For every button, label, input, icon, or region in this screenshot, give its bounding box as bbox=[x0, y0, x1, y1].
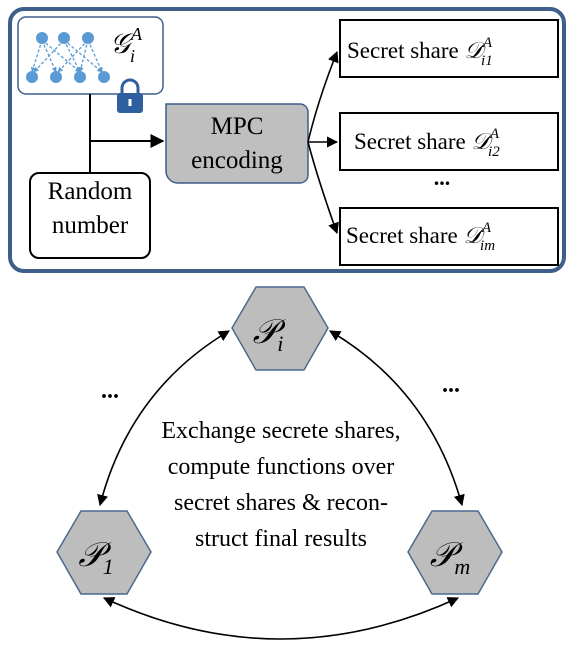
center-line-2: compute functions over bbox=[168, 454, 395, 480]
ellipsis-right: ... bbox=[442, 372, 460, 398]
random-number-line2: number bbox=[52, 212, 129, 239]
random-number-line1: Random bbox=[48, 178, 133, 205]
party-pi: 𝒫i bbox=[231, 286, 329, 371]
arrow-p1-pm bbox=[102, 597, 460, 640]
random-number-box: Random number bbox=[29, 172, 151, 259]
lock-icon bbox=[117, 78, 143, 113]
shares-ellipsis: ... bbox=[434, 165, 451, 190]
arrow-pi-p1 bbox=[97, 330, 230, 507]
center-line-4: struct final results bbox=[195, 526, 367, 552]
arrow-pi-pm bbox=[329, 330, 465, 507]
center-line-3: secret shares & recon- bbox=[174, 490, 388, 516]
party-p1: 𝒫1 bbox=[56, 510, 152, 595]
center-line-1: Exchange secrete shares, bbox=[161, 418, 400, 444]
center-description: Exchange secrete shares, compute functio… bbox=[161, 418, 400, 552]
mpc-label-line2: encoding bbox=[191, 147, 283, 174]
mpc-label-line1: MPC bbox=[211, 113, 264, 140]
share-arrows bbox=[307, 50, 339, 235]
ellipsis-left: ... bbox=[101, 378, 119, 404]
neural-network-icon bbox=[26, 32, 110, 83]
exchange-arrows bbox=[97, 330, 465, 640]
mpc-encoding-box: MPC encoding bbox=[165, 103, 309, 184]
party-pm: 𝒫m bbox=[407, 510, 503, 595]
